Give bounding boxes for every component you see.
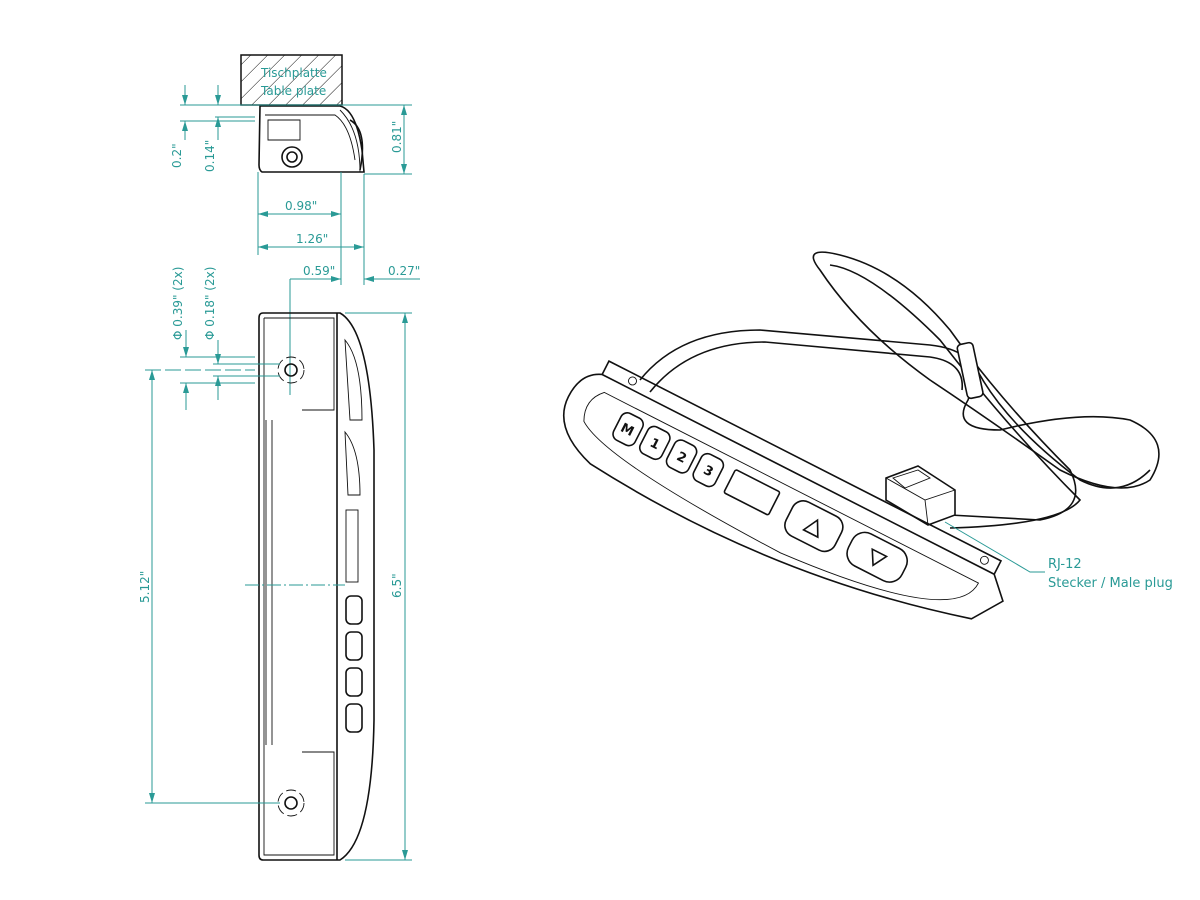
table-plate-label-de: Tischplatte <box>260 66 327 80</box>
cable-tie <box>956 341 984 400</box>
iso-view: M 1 2 3 RJ-12 Stecker / Male plug <box>562 251 1173 620</box>
connector-label: RJ-12 <box>1048 557 1082 572</box>
display <box>723 469 781 516</box>
control-panel: M 1 2 3 <box>562 360 1004 620</box>
dim-0-27: 0.27" <box>388 264 420 278</box>
mount-hole-top <box>284 363 298 377</box>
button-down[interactable] <box>842 528 912 587</box>
side-arrow-buttons <box>344 338 363 496</box>
button-2[interactable] <box>664 438 699 476</box>
plug-body <box>885 465 956 526</box>
top-view: Tischplatte Table plate 0.2" 0.14" 0.81"… <box>170 54 420 285</box>
mount-hole-bottom-outer <box>277 789 305 817</box>
cable-inner <box>649 264 1151 529</box>
side-display <box>345 509 359 583</box>
button-1[interactable] <box>637 424 672 462</box>
dim-6-5: 6.5" <box>390 573 404 598</box>
table-plate-label-en: Table plate <box>260 84 326 98</box>
plug-contacts <box>892 469 931 489</box>
plug-edges <box>885 477 956 526</box>
dim-hole-outer: Φ 0.39" (2x) <box>171 267 185 340</box>
arrow-down-icon <box>871 547 889 567</box>
dim-1-26: 1.26" <box>296 232 328 246</box>
dim-5-12: 5.12" <box>138 571 152 603</box>
screw-hole-icon <box>979 555 989 565</box>
mount-hole-top-outer <box>277 356 305 384</box>
arrow-up-icon <box>802 518 819 539</box>
button-up[interactable] <box>781 497 847 556</box>
screw-hole-icon <box>628 376 637 386</box>
cable-outlet-outer <box>281 146 303 168</box>
dim-0-81: 0.81" <box>390 121 404 153</box>
side-view: Φ 0.39" (2x) Φ 0.18" (2x) 5.12" 6.5" <box>138 267 412 861</box>
dim-0-98: 0.98" <box>285 199 317 213</box>
button-3[interactable] <box>691 451 726 489</box>
connector-leader-line <box>944 521 1045 573</box>
panel-face <box>583 391 980 601</box>
memory-buttons: M 1 2 3 <box>611 410 726 489</box>
dim-0-2: 0.2" <box>170 143 184 168</box>
cable <box>639 251 1160 529</box>
dim-0-14: 0.14" <box>203 140 217 172</box>
side-button <box>345 703 363 733</box>
top-view-button-edge <box>349 119 364 171</box>
mount-hole-bottom <box>284 796 298 810</box>
table-plate <box>240 54 343 106</box>
side-button <box>345 631 363 661</box>
side-button <box>345 667 363 697</box>
connector-description: Stecker / Male plug <box>1048 576 1173 591</box>
rj12-plug <box>885 465 956 526</box>
dim-0-59: 0.59" <box>303 264 335 278</box>
side-buttons <box>345 595 363 733</box>
side-button <box>345 595 363 625</box>
top-view-inner-detail <box>265 109 361 173</box>
top-view-body <box>258 105 365 173</box>
button-m-label: M <box>618 421 636 440</box>
cable-outlet-inner <box>286 151 298 163</box>
mounting-bracket <box>601 360 1003 575</box>
button-m[interactable] <box>611 410 646 448</box>
side-view-body <box>258 312 375 861</box>
side-view-inner-outline <box>263 317 335 856</box>
dim-hole-inner: Φ 0.18" (2x) <box>203 267 217 340</box>
